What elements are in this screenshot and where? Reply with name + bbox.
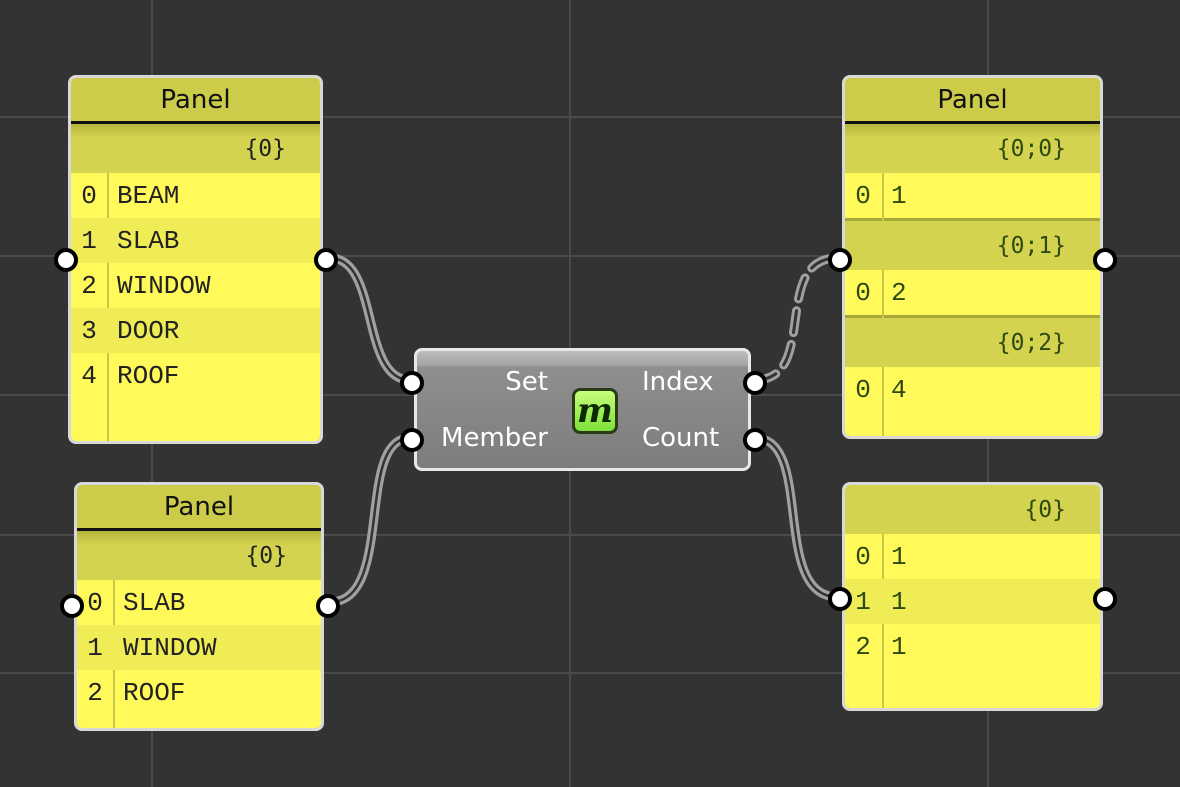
item-value: 4 — [891, 374, 907, 405]
item-index: 3 — [81, 315, 97, 346]
list-item: 1 SLAB — [71, 218, 320, 263]
item-value: SLAB — [117, 225, 180, 256]
item-index: 0 — [87, 587, 103, 618]
input-grip[interactable] — [828, 587, 852, 611]
branch-path: {0} — [77, 531, 321, 580]
item-index: 1 — [81, 225, 97, 256]
count-output-grip[interactable] — [743, 428, 767, 452]
index-separator — [107, 127, 109, 441]
output-count-label: Count — [642, 423, 720, 453]
item-value: 2 — [891, 277, 907, 308]
member-index-icon: m — [572, 388, 618, 434]
panel-set-input[interactable]: Panel {0} 0 BEAM 1 SLAB 2 WINDOW 3 DOOR 4 ROO… — [68, 75, 323, 444]
wire-count[interactable] — [754, 433, 839, 602]
branch-path: {0} — [845, 485, 1100, 534]
branch-path: {0} — [71, 124, 320, 173]
item-value: DOOR — [117, 315, 180, 346]
output-grip[interactable] — [1093, 248, 1117, 272]
item-index: 0 — [81, 180, 97, 211]
panel-member-input[interactable]: Panel {0} 0 SLAB 1 WINDOW 2 ROOF — [74, 482, 324, 731]
input-member-label: Member — [441, 423, 548, 453]
wire-index[interactable] — [750, 253, 843, 385]
input-grip[interactable] — [60, 594, 84, 618]
item-value: SLAB — [123, 587, 186, 618]
member-input-grip[interactable] — [400, 428, 424, 452]
list-item: 2 ROOF — [77, 670, 321, 715]
list-item: 1 WINDOW — [77, 625, 321, 670]
list-item: 3 DOOR — [71, 308, 320, 353]
wire-set[interactable] — [329, 253, 411, 385]
panel-title: Panel — [845, 78, 1100, 124]
item-index: 0 — [855, 541, 871, 572]
list-item: 0 BEAM — [71, 173, 320, 218]
list-item: 4 ROOF — [71, 353, 320, 398]
item-value: WINDOW — [117, 270, 211, 301]
set-input-grip[interactable] — [400, 371, 424, 395]
item-value: WINDOW — [123, 632, 217, 663]
item-index: 2 — [81, 270, 97, 301]
item-value: 1 — [891, 631, 907, 662]
wire-member[interactable] — [329, 433, 411, 607]
item-index: 1 — [855, 586, 871, 617]
panel-title: Panel — [77, 485, 321, 531]
branch-path: {0;0} — [845, 124, 1100, 173]
member-index-component[interactable]: Set Member m Index Count — [414, 348, 751, 471]
item-index: 0 — [855, 374, 871, 405]
item-value: ROOF — [117, 360, 180, 391]
item-value: 1 — [891, 586, 907, 617]
item-index: 0 — [855, 277, 871, 308]
input-grip[interactable] — [54, 248, 78, 272]
index-separator — [882, 127, 884, 436]
item-index: 1 — [87, 632, 103, 663]
panel-title: Panel — [71, 78, 320, 124]
index-output-grip[interactable] — [743, 371, 767, 395]
branch-path: {0;2} — [845, 318, 1100, 367]
output-grip[interactable] — [1093, 587, 1117, 611]
item-index: 2 — [87, 677, 103, 708]
branch-separator — [845, 315, 1100, 318]
item-index: 0 — [855, 180, 871, 211]
input-set-label: Set — [505, 367, 548, 397]
item-index: 2 — [855, 631, 871, 662]
output-grip[interactable] — [314, 248, 338, 272]
output-grip[interactable] — [316, 594, 340, 618]
output-index-label: Index — [642, 367, 714, 397]
item-value: BEAM — [117, 180, 180, 211]
list-item: 2 WINDOW — [71, 263, 320, 308]
item-value: 1 — [891, 541, 907, 572]
branch-separator — [845, 218, 1100, 221]
item-value: ROOF — [123, 677, 186, 708]
list-item: 0 SLAB — [77, 580, 321, 625]
item-index: 4 — [81, 360, 97, 391]
input-grip[interactable] — [828, 248, 852, 272]
branch-path: {0;1} — [845, 221, 1100, 270]
item-value: 1 — [891, 180, 907, 211]
